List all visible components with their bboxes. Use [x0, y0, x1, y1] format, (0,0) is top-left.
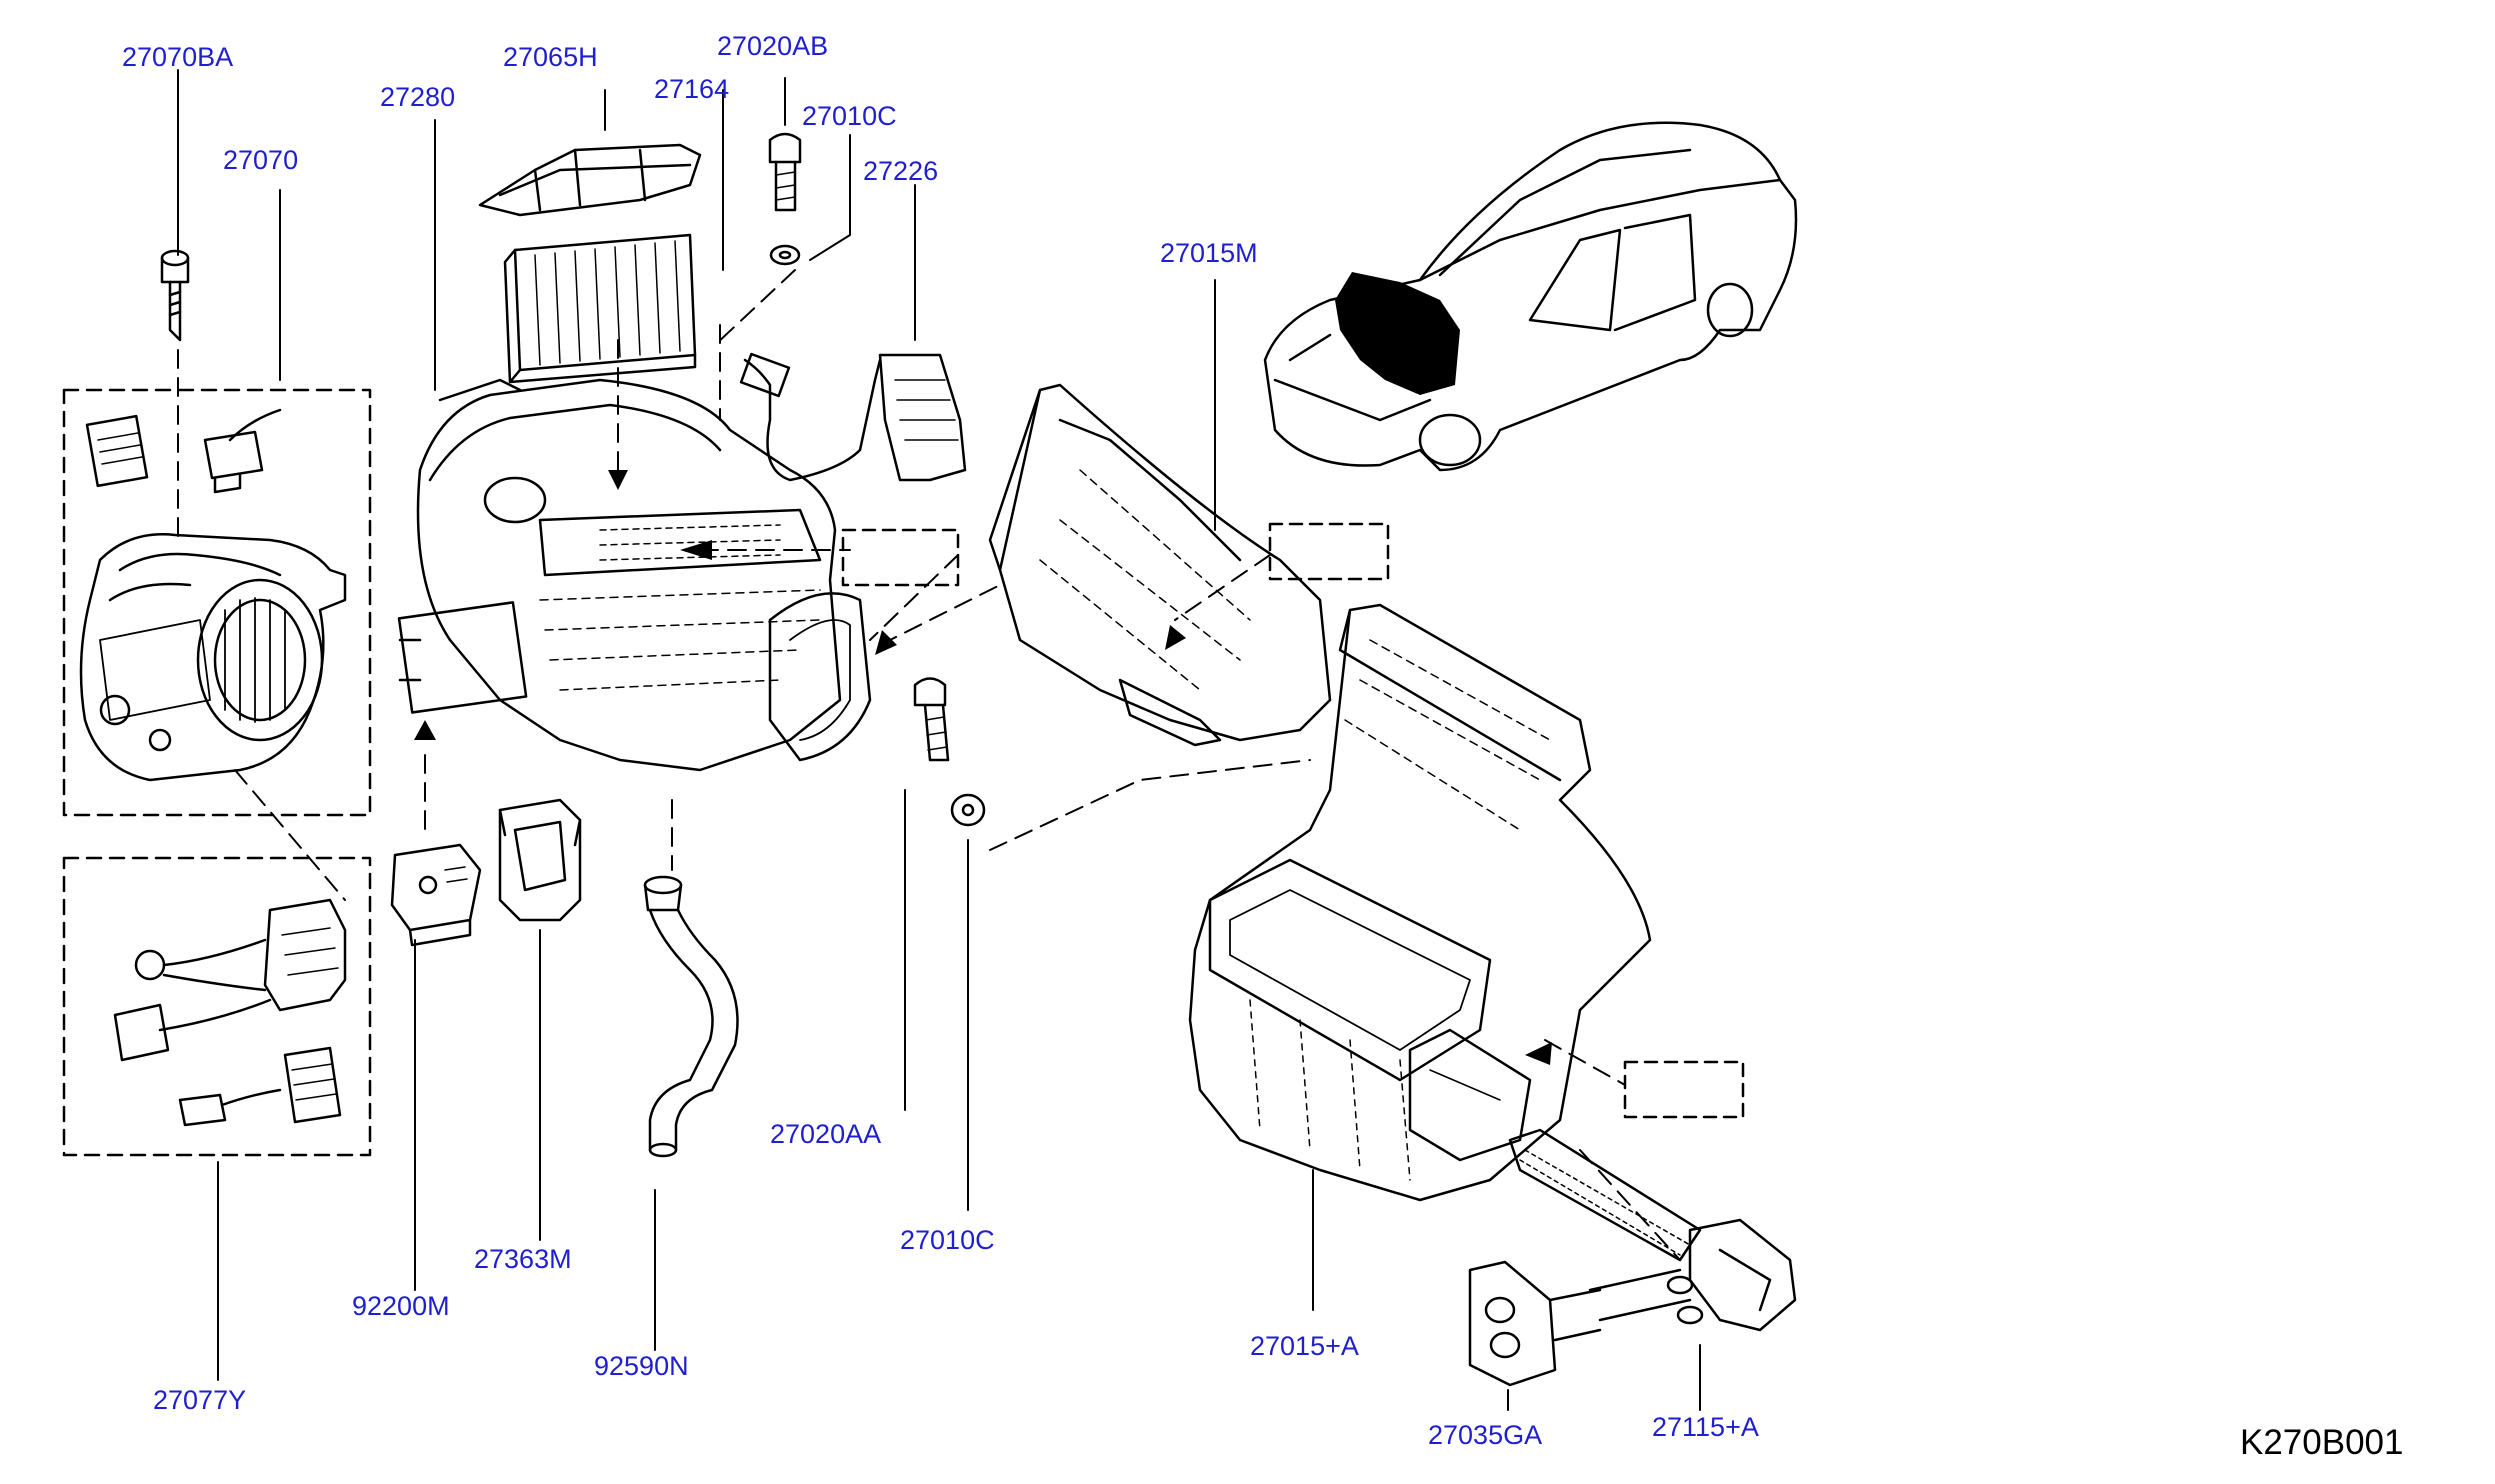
callout-27015m: 27015M: [1160, 238, 1258, 268]
heater-unit: [1188, 603, 1652, 1202]
callout-27020ab: 27020AB: [717, 31, 829, 61]
seal-27363m: [498, 798, 582, 922]
resistor-92200m: [390, 843, 482, 947]
callout-27020aa: 27020AA: [770, 1119, 882, 1149]
callout-27280: 27280: [380, 82, 456, 112]
callout-27164: 27164: [654, 74, 730, 104]
callout-27115-a: 27115+A: [1652, 1412, 1759, 1442]
drain-hose-92590n: [643, 875, 739, 1158]
callout-27010c-bottom: 27010C: [900, 1225, 995, 1255]
vehicle-locator: [1263, 121, 1798, 472]
resistor-group-box: [62, 856, 372, 1157]
callout-27015-a: 27015+A: [1250, 1331, 1359, 1361]
reference-box-3: [1623, 1060, 1745, 1119]
blower-housing: [397, 378, 872, 772]
leader-lines: [177, 69, 1701, 1411]
reference-box-1: [841, 528, 960, 587]
callout-27226: 27226: [863, 156, 939, 186]
heater-duct: [988, 383, 1332, 747]
callout-27077y: 27077Y: [153, 1385, 247, 1415]
callout-27070ba: 27070BA: [122, 42, 234, 72]
figure-code: K270B001: [2240, 1423, 2404, 1462]
arrowheads: [414, 470, 1552, 1065]
locator-highlight: [1335, 272, 1460, 395]
callout-27363m: 27363M: [474, 1244, 572, 1274]
blower-connector: [85, 408, 282, 494]
harness-resistor: [113, 898, 347, 1127]
callout-92590n: 92590N: [594, 1351, 689, 1381]
sensor-harness: [739, 352, 967, 482]
callout-27065h: 27065H: [503, 42, 598, 72]
heater-core: [1508, 1128, 1797, 1332]
reference-box-2: [1268, 522, 1390, 581]
washer-27010c: [950, 793, 986, 827]
bolt-27020aa: [913, 677, 950, 762]
blower-group-box: [62, 388, 372, 817]
screw-27070ba: [160, 249, 190, 342]
bolt-27020ab: [768, 132, 802, 266]
callout-27035ga: 27035GA: [1428, 1420, 1543, 1450]
filter-cover: [478, 143, 702, 217]
grommet-27035ga: [1468, 1260, 1602, 1387]
callout-92200m: 92200M: [352, 1291, 450, 1321]
callout-27010c-top: 27010C: [802, 101, 897, 131]
assembly-paths: [177, 269, 1681, 1261]
filter-element: [503, 233, 697, 384]
blower-motor: [79, 533, 347, 782]
callout-27070: 27070: [223, 145, 299, 175]
